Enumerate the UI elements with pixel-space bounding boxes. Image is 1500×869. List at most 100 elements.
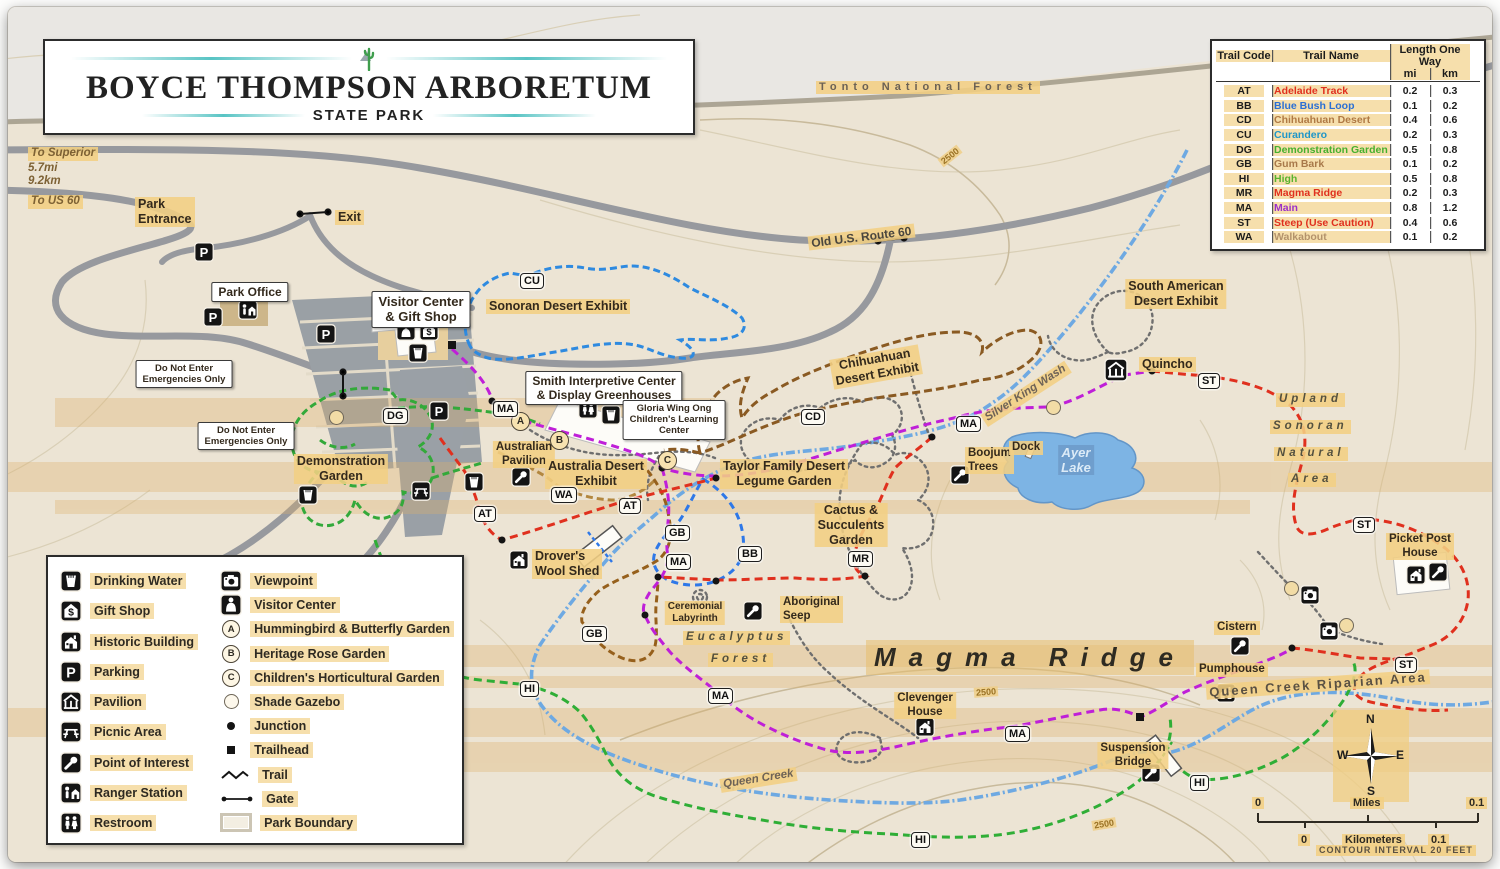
point-of-interest-icon [511, 467, 531, 487]
tonto-national-forest-label: Tonto National Forest [816, 81, 1040, 94]
legend-item: Junction [220, 714, 454, 738]
miles-label: Miles [1350, 797, 1384, 809]
legend-item: Viewpoint [220, 569, 454, 593]
historic-building-icon [1406, 565, 1426, 585]
clevenger-house-label: Clevenger House [894, 692, 956, 720]
magma-ridge-label: Magma Ridge [865, 640, 1195, 675]
trail-badge-st-2: ST [1353, 517, 1376, 533]
garden-a-marker: A [222, 620, 241, 639]
historic-building-icon [60, 631, 82, 653]
gloria-wing-ong-label: Gloria Wing Ong Children's Learning Cent… [622, 400, 726, 440]
do-not-enter-label-1: Do Not Enter Emergencies Only [135, 360, 233, 389]
visitor-center-label: Visitor Center & Gift Shop [371, 291, 471, 328]
to-superior-km: 9.2km [28, 175, 61, 187]
viewpoint-icon [1319, 621, 1339, 641]
area-label: Area [1288, 473, 1336, 487]
park-office-label: Park Office [211, 282, 289, 303]
drinking-water-icon [464, 472, 484, 492]
taylor-legume-label: Taylor Family Desert Legume Garden [719, 459, 849, 489]
queen-creek-silver-king-wash [529, 149, 1492, 805]
col-trail-code: Trail Code [1216, 50, 1272, 62]
ranger-station-icon [60, 782, 82, 804]
parking-icon [203, 307, 223, 327]
trail-badge-dg: DG [383, 408, 408, 424]
trail-badge-st-3: ST [1395, 657, 1418, 673]
pavilion-icon [60, 691, 82, 713]
compass-north: N [1366, 712, 1375, 726]
legend-item: Ranger Station [60, 781, 220, 805]
trailhead-icon [227, 746, 236, 755]
trail-badge-hi-2: HI [911, 832, 930, 848]
shade-gazebo-1 [329, 410, 344, 425]
drinking-water-icon [408, 343, 428, 363]
legend-item: Trail [220, 763, 454, 787]
viewpoint-icon [220, 570, 242, 592]
to-us60-label: To US 60 [28, 195, 83, 209]
trail-badge-bb: BB [738, 546, 762, 562]
cistern-label: Cistern [1214, 621, 1260, 635]
legend-item: Shade Gazebo [220, 690, 454, 714]
trail-badge-ma-5: MA [1005, 726, 1031, 742]
shade-gazebo-3 [1284, 581, 1299, 596]
trail-badge-mr: MR [848, 551, 874, 567]
park-map: P $ [8, 7, 1492, 862]
eucalyptus-label: Eucalyptus [683, 631, 791, 645]
trail-table: Trail Code Trail Name Length One Way mi … [1210, 39, 1486, 251]
visitor-center-icon [220, 594, 242, 616]
compass-star [1343, 728, 1399, 784]
legend-item: Parking [60, 660, 220, 684]
km-max: 0.1 [1428, 834, 1450, 846]
contour-2500-b: 2500 [973, 686, 999, 698]
km-label: Kilometers [1342, 834, 1405, 846]
garden-marker-a: A [511, 412, 530, 431]
legend-item: Historic Building [60, 630, 220, 654]
historic-building-icon [509, 550, 529, 570]
trail-badge-hi-1: HI [520, 681, 539, 697]
shade-gazebo-icon [223, 694, 239, 710]
trail-badge-ma-3: MA [666, 554, 692, 570]
ayer-lake-label: Ayer Lake [1058, 445, 1094, 475]
aboriginal-seep-label: Aboriginal Seep [780, 596, 843, 624]
picket-post-house-label: Picket Post House [1386, 533, 1454, 561]
miles-zero: 0 [1252, 797, 1265, 809]
miles-max: 0.1 [1466, 797, 1488, 809]
garden-marker-b: B [550, 431, 569, 450]
australian-pavilion-label: Australian Pavilion [492, 441, 556, 469]
trail-badge-gb-1: GB [665, 525, 690, 541]
boojum-trees-label: Boojum Trees [965, 447, 1014, 475]
park-subtitle: STATE PARK [312, 106, 426, 124]
suspension-bridge-label: Suspension Bridge [1097, 742, 1169, 770]
km-zero: 0 [1298, 834, 1311, 846]
to-superior-mi: 5.7mi [28, 162, 58, 174]
col-length: Length One Way [1390, 44, 1470, 68]
shade-gazebo-2 [1046, 400, 1061, 415]
parking-icon [316, 324, 336, 344]
picnic-area-icon [411, 481, 431, 501]
garden-b-marker: B [222, 644, 241, 663]
upland-label: Upland [1276, 393, 1345, 407]
sonoran-label: Sonoran [1270, 420, 1351, 434]
exit-label: Exit [335, 210, 364, 225]
australia-desert-label: Australia Desert Exhibit [545, 459, 647, 489]
compass-rose: N W E S [1333, 710, 1409, 802]
park-entrance-label: Park Entrance [135, 197, 195, 227]
trail-badge-at-2: AT [619, 498, 641, 514]
compass-south: S [1367, 784, 1376, 798]
col-km: km [1430, 68, 1470, 80]
trail-badge-wa: WA [551, 487, 577, 503]
banner-ornament [70, 45, 668, 71]
ceremonial-labyrinth-label: Ceremonial Labyrinth [664, 601, 726, 625]
parking-icon [429, 401, 449, 421]
trail-badge-ma-2: MA [956, 416, 982, 432]
trail-icon [221, 770, 249, 779]
legend-item: Trailhead [220, 738, 454, 762]
pavilion-icon [1104, 358, 1128, 382]
